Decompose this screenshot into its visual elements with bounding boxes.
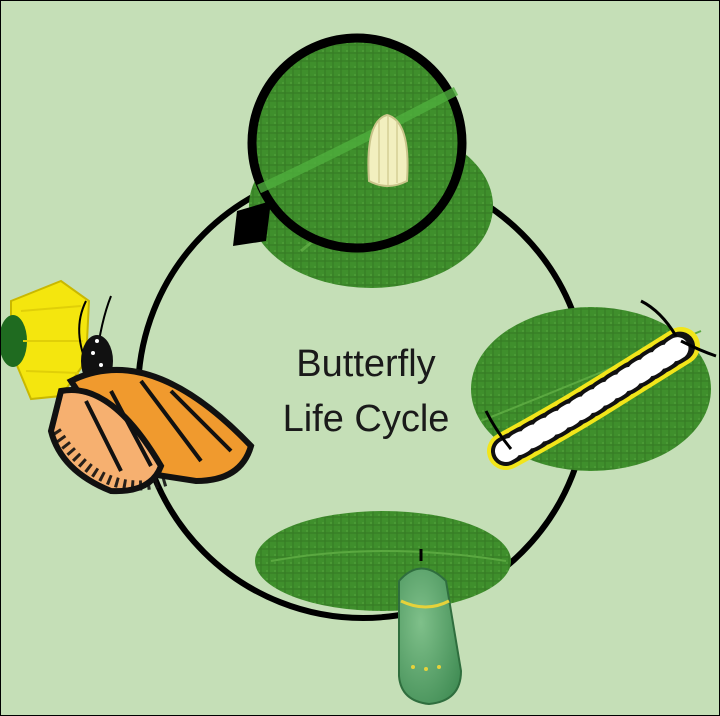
diagram-title-line-2: Life Cycle xyxy=(236,396,496,442)
egg-on-leaf-icon xyxy=(233,38,493,288)
caterpillar-on-leaf-icon xyxy=(471,301,716,471)
diagram-title-line-1: Butterfly xyxy=(236,341,496,387)
butterfly-on-flower-icon xyxy=(1,281,251,491)
